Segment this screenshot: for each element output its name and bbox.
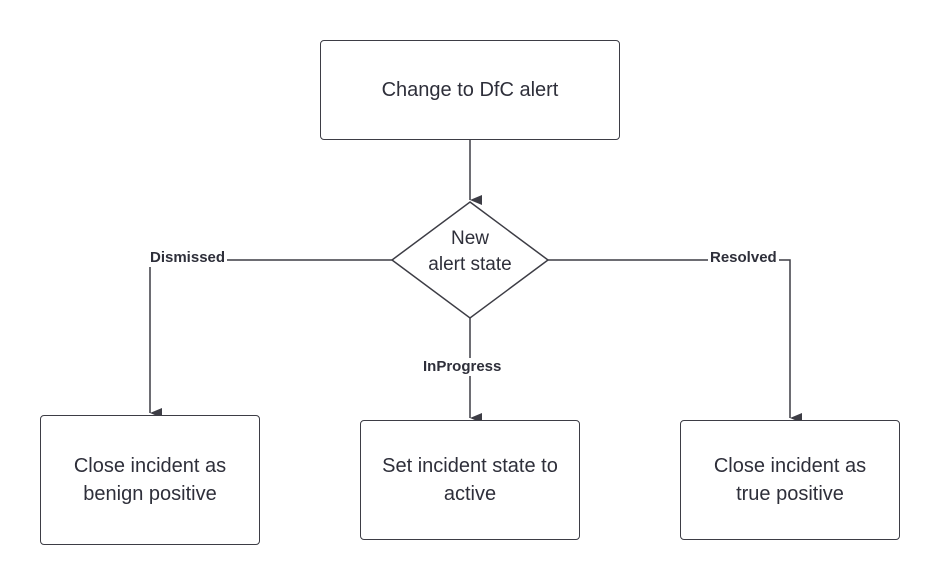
set-active-line-2: active (443, 483, 497, 505)
edge-decision-to-right (548, 259, 802, 423)
start-node-label: Change to DfC alert (381, 79, 559, 101)
set-active-line-1: Set incident state to (382, 455, 558, 477)
decision-node-label: New alert state (400, 226, 540, 277)
edge-label-inprogress: InProgress (421, 358, 504, 376)
true-positive-line-2: true positive (736, 483, 844, 505)
benign-positive-node: Close incident as benign positive (40, 415, 260, 545)
decision-line-1: New (450, 228, 489, 249)
edge-label-resolved: Resolved (708, 249, 779, 267)
set-active-node: Set incident state to active (360, 420, 580, 540)
start-node: Change to DfC alert (320, 40, 620, 140)
true-positive-node: Close incident as true positive (680, 420, 900, 540)
benign-positive-line-2: benign positive (83, 483, 217, 505)
decision-line-2: alert state (428, 253, 512, 275)
edge-label-dismissed: Dismissed (148, 249, 228, 267)
edge-decision-to-left (149, 259, 392, 418)
true-positive-line-1: Close incident as (713, 455, 867, 477)
benign-positive-line-1: Close incident as (73, 455, 227, 477)
